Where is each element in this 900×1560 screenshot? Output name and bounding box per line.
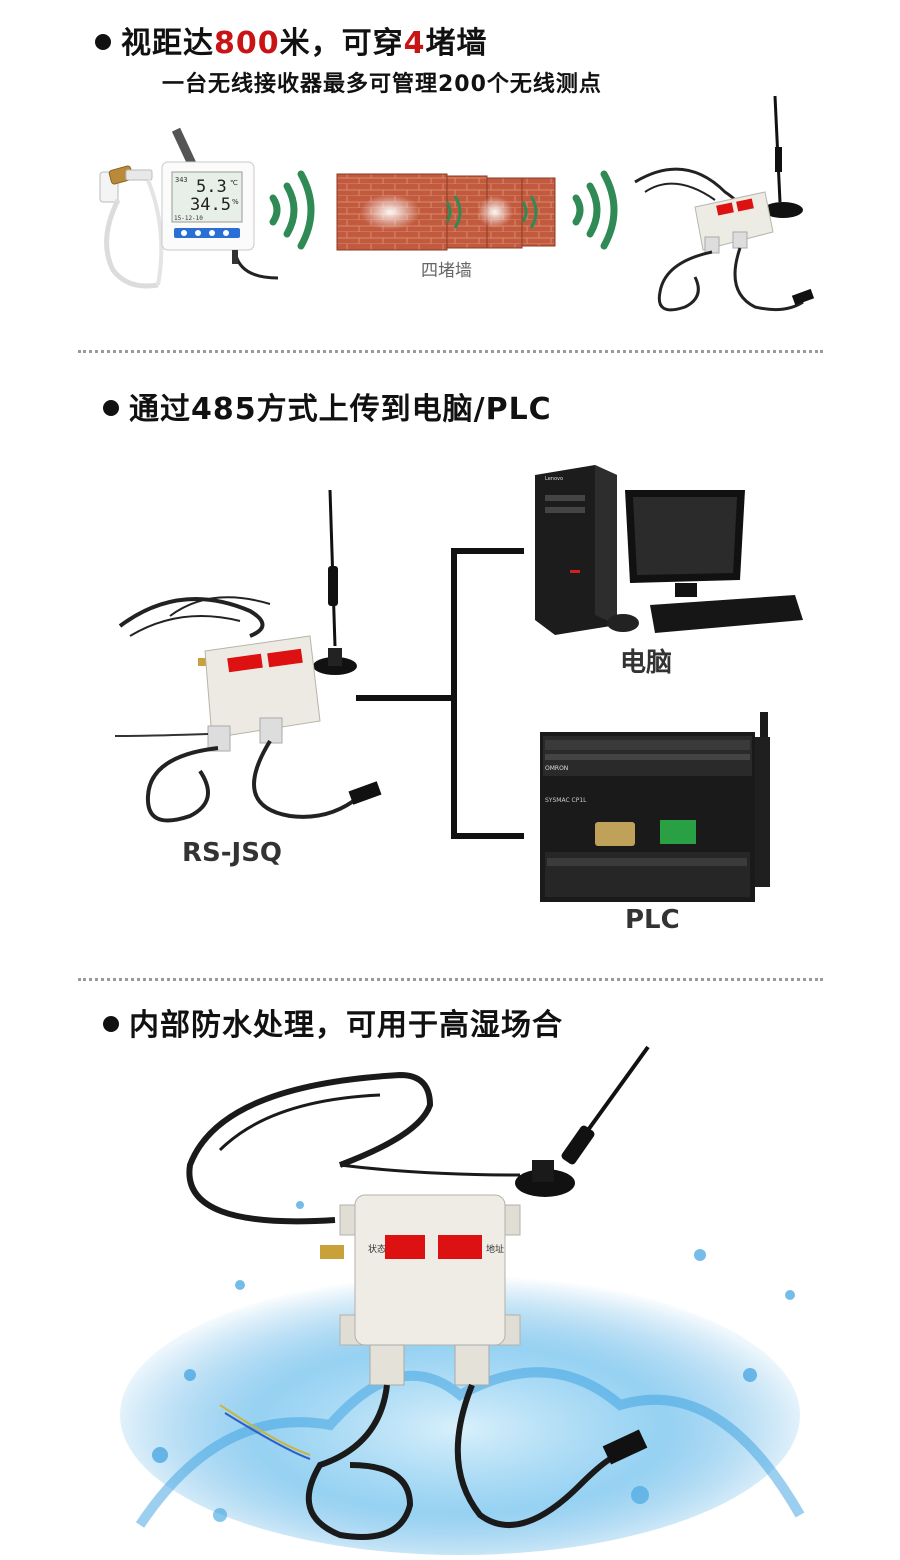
display-hum-text: 34.5 xyxy=(190,195,231,215)
bullet-icon xyxy=(95,34,111,50)
hum-unit-text: % xyxy=(232,198,239,206)
plc-brand-text: OMRON xyxy=(545,765,568,772)
bullet-icon xyxy=(103,1016,119,1032)
connection-lines xyxy=(356,548,524,839)
address-label: 地址 xyxy=(486,1243,504,1255)
display-temp-text: 5.3 xyxy=(196,177,227,197)
plc-image: OMRON SYSMAC CP1L xyxy=(540,712,770,902)
receiver-device-image xyxy=(634,95,815,312)
device-caption: RS-JSQ xyxy=(182,838,283,868)
section1-subtitle: 一台无线接收器最多可管理200个无线测点 xyxy=(162,72,602,97)
wall-caption: 四堵墙 xyxy=(421,261,472,281)
section3-title: 内部防水处理，可用于高湿场合 xyxy=(103,1000,563,1044)
bullet-icon xyxy=(103,400,119,416)
section-divider xyxy=(78,978,823,981)
status-label: 状态 xyxy=(368,1243,386,1255)
wireless-sensor-device-image: 343 5.3 ℃ 34.5 % 15-12-10 xyxy=(161,127,279,280)
computer-image: Lenovo xyxy=(535,465,803,635)
temp-unit-text: ℃ xyxy=(230,179,238,187)
waterproof-device-image: 状态 地址 xyxy=(120,1045,805,1555)
pc-caption: 电脑 xyxy=(620,648,673,678)
brick-walls-image xyxy=(336,173,556,251)
computer-brand-text: Lenovo xyxy=(545,476,563,482)
signal-waves-icon xyxy=(572,170,618,250)
display-date-text: 15-12-10 xyxy=(174,215,203,222)
receiver-device-image xyxy=(114,489,382,823)
plc-caption: PLC xyxy=(625,905,680,935)
section-divider xyxy=(78,350,823,353)
section1-title: 视距达800米，可穿4堵墙 xyxy=(95,18,488,62)
signal-waves-icon xyxy=(269,170,315,250)
section2-title: 通过485方式上传到电脑/PLC xyxy=(103,384,552,428)
plc-model-text: SYSMAC CP1L xyxy=(545,797,587,804)
display-id-text: 343 xyxy=(175,176,188,184)
sensor-probe-image xyxy=(99,165,164,289)
